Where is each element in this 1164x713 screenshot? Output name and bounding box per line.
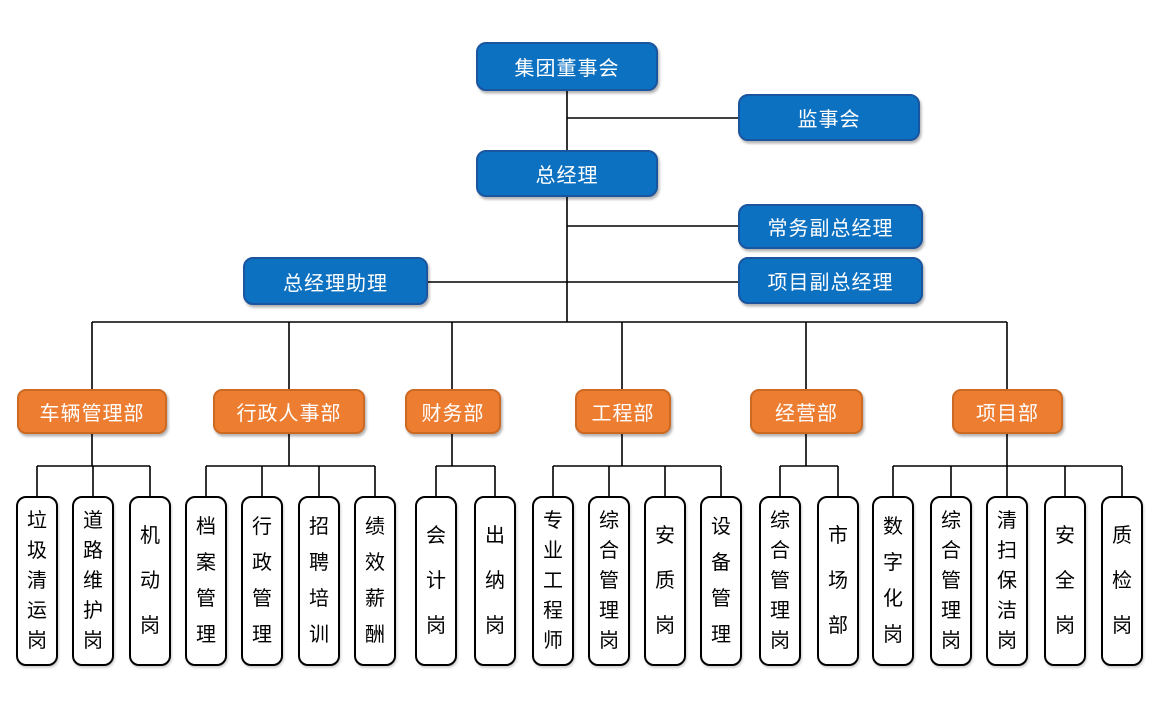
dept-admin-hr: 行政人事部 <box>213 389 365 434</box>
position-professional-engineer: 专业工程师 <box>532 496 574 666</box>
position-admin-management: 行政管理 <box>241 496 283 666</box>
org-node-supervisory-board: 监事会 <box>738 94 920 141</box>
org-node-executive-deputy-gm: 常务副总经理 <box>738 204 923 249</box>
dept-operations: 经营部 <box>750 389 863 434</box>
position-general-management-eng: 综合管理岗 <box>588 496 630 666</box>
dept-engineering: 工程部 <box>575 389 671 434</box>
position-general-management-proj: 综合管理岗 <box>930 496 972 666</box>
position-general-management-ops: 综合管理岗 <box>759 496 801 666</box>
position-sweeping-cleaning: 清扫保洁岗 <box>986 496 1028 666</box>
position-market-dept: 市场部 <box>817 496 859 666</box>
position-garbage-clearing: 垃圾清运岗 <box>16 496 58 666</box>
dept-finance: 财务部 <box>405 389 501 434</box>
position-archives-management: 档案管理 <box>185 496 227 666</box>
org-node-gm-assistant: 总经理助理 <box>243 257 428 305</box>
org-node-general-manager: 总经理 <box>476 150 658 197</box>
position-safety-quality: 安质岗 <box>644 496 686 666</box>
dept-vehicle-management: 车辆管理部 <box>17 389 167 434</box>
position-quality-inspection: 质检岗 <box>1101 496 1143 666</box>
org-node-group-board: 集团董事会 <box>476 42 658 91</box>
position-equipment-management: 设备管理 <box>700 496 742 666</box>
dept-project: 项目部 <box>952 389 1063 434</box>
position-safety: 安全岗 <box>1044 496 1086 666</box>
position-recruit-training: 招聘培训 <box>298 496 340 666</box>
position-accountant: 会计岗 <box>415 496 457 666</box>
position-road-maintenance: 道路维护岗 <box>72 496 114 666</box>
position-digitalization: 数字化岗 <box>872 496 914 666</box>
org-node-project-deputy-gm: 项目副总经理 <box>738 257 923 304</box>
position-mobile-duty: 机动岗 <box>129 496 171 666</box>
position-performance-pay: 绩效薪酬 <box>354 496 396 666</box>
position-cashier: 出纳岗 <box>474 496 516 666</box>
